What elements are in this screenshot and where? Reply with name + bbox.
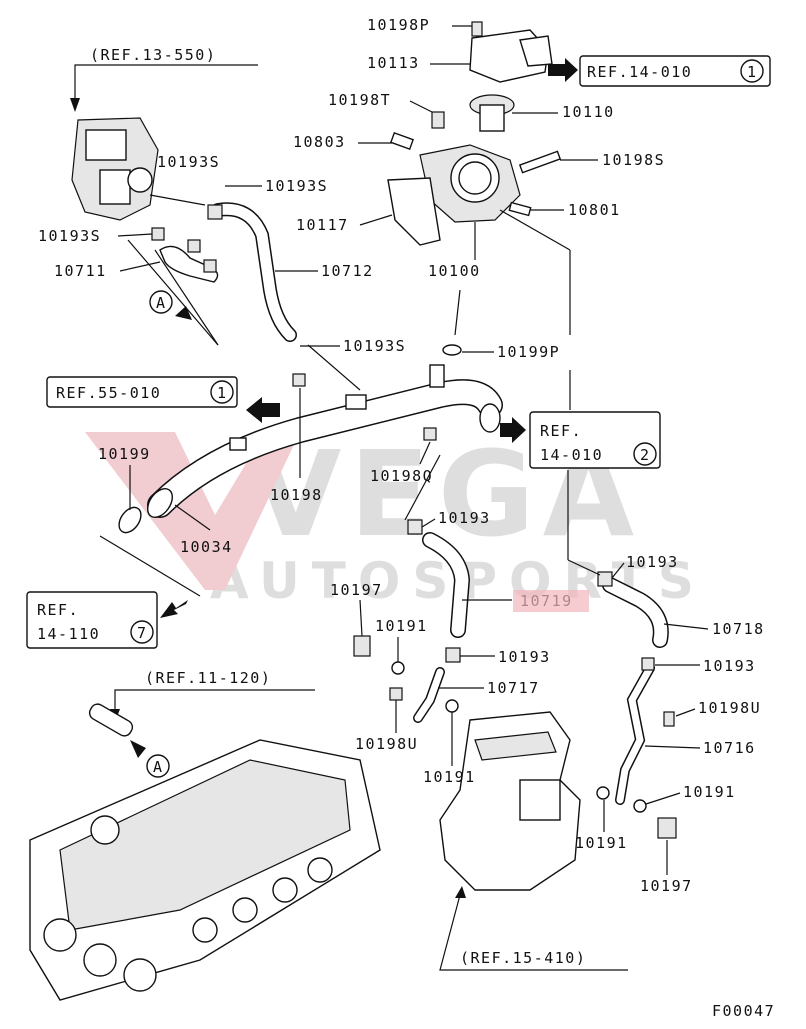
ref-14-110-label-a: REF.: [37, 601, 79, 619]
ref-11-120-callout: (REF.11-120): [110, 669, 315, 722]
mark-a-bottom: A: [88, 703, 170, 778]
ref-14-010-1-label: REF.14-010: [587, 63, 692, 81]
part-label-10198u-left[interactable]: 10198U: [355, 735, 418, 753]
mark-a-bottom-label: A: [153, 758, 164, 776]
watermark-logo-mark: [85, 432, 300, 590]
part-label-10717[interactable]: 10717: [487, 679, 540, 697]
mark-a-top-label: A: [156, 294, 167, 312]
part-labels: 10198P 10113 10198T 10110 10803 10198S 1…: [38, 16, 765, 895]
part-label-10117[interactable]: 10117: [296, 216, 349, 234]
ref-14-010-2-label-b: 14-010: [540, 446, 603, 464]
ref-13-550-label: (REF.13-550): [90, 46, 216, 64]
part-label-10191-c[interactable]: 10191: [683, 783, 736, 801]
hose-10711-group: [151, 227, 219, 283]
mark-a-top: A: [99, 239, 219, 597]
part-label-10198t[interactable]: 10198T: [328, 91, 391, 109]
ref-14-010-2-number: 2: [640, 446, 651, 464]
part-label-10100[interactable]: 10100: [428, 262, 481, 280]
ref-15-410-label: (REF.15-410): [460, 949, 586, 967]
ref-14-010-1-callout[interactable]: REF.14-010 1: [548, 55, 771, 87]
part-label-10198u-right[interactable]: 10198U: [698, 699, 761, 717]
part-label-10198s-right[interactable]: 10198S: [602, 151, 665, 169]
ref-13-550-callout: (REF.13-550): [70, 46, 258, 112]
part-label-10198p[interactable]: 10198P: [367, 16, 430, 34]
part-label-10193-a[interactable]: 10193: [438, 509, 491, 527]
turbo-housing: [439, 711, 581, 891]
arrow-icon: [548, 58, 578, 82]
part-label-10197-b[interactable]: 10197: [640, 877, 693, 895]
arrow-icon: [246, 397, 280, 423]
part-label-10193s-a[interactable]: 10193S: [157, 153, 220, 171]
cylinder-head: [29, 739, 381, 1001]
leader-lines: [307, 209, 601, 576]
ref-14-010-2-callout[interactable]: REF. 14-010 2: [500, 411, 661, 469]
ref-55-010-number: 1: [217, 384, 228, 402]
ref-14-110-number: 7: [137, 624, 148, 642]
pipe-10716: [615, 657, 675, 805]
ref-14-010-2-label-a: REF.: [540, 422, 582, 440]
part-label-10716[interactable]: 10716: [703, 739, 756, 757]
part-label-10110[interactable]: 10110: [562, 103, 615, 121]
ref-14-010-1-number: 1: [747, 63, 758, 81]
ref-11-120-label: (REF.11-120): [145, 669, 271, 687]
part-label-10193s-d[interactable]: 10193S: [343, 337, 406, 355]
part-label-10193-d[interactable]: 10193: [703, 657, 756, 675]
part-label-10197-a[interactable]: 10197: [330, 581, 383, 599]
part-label-10191-d[interactable]: 10191: [575, 834, 628, 852]
ref-14-110-callout[interactable]: REF. 14-110 7: [26, 591, 188, 649]
arrow-icon: [500, 417, 526, 443]
part-label-10198[interactable]: 10198: [270, 486, 323, 504]
water-pipe-10034: [118, 364, 503, 534]
part-label-10803[interactable]: 10803: [293, 133, 346, 151]
part-label-10191-b[interactable]: 10191: [423, 768, 476, 786]
hose-10712: [207, 202, 297, 342]
part-label-10034[interactable]: 10034: [180, 538, 233, 556]
part-label-10193-b[interactable]: 10193: [626, 553, 679, 571]
ref-14-110-label-b: 14-110: [37, 625, 100, 643]
part-label-10193s-b[interactable]: 10193S: [265, 177, 328, 195]
part-label-10191-a[interactable]: 10191: [375, 617, 428, 635]
part-label-10113[interactable]: 10113: [367, 54, 420, 72]
part-label-10198q[interactable]: 10198Q: [370, 467, 433, 485]
part-label-10199p[interactable]: 10199P: [497, 343, 560, 361]
part-label-10712[interactable]: 10712: [321, 262, 374, 280]
thermostat-housing-group: [387, 21, 562, 246]
ref-15-410-callout: (REF.15-410): [439, 886, 628, 971]
part-label-10199[interactable]: 10199: [98, 445, 151, 463]
hose-10718: [597, 571, 669, 648]
ref-55-010-callout[interactable]: REF.55-010 1: [46, 376, 280, 423]
part-label-10711[interactable]: 10711: [54, 262, 107, 280]
ref-55-010-label: REF.55-010: [56, 384, 161, 402]
part-label-10193s-c[interactable]: 10193S: [38, 227, 101, 245]
part-label-10193-c[interactable]: 10193: [498, 648, 551, 666]
part-label-10801[interactable]: 10801: [568, 201, 621, 219]
water-pump-assembly: [71, 117, 206, 221]
figure-code: F00047: [712, 1002, 775, 1020]
arrow-icon: [160, 600, 188, 618]
part-label-10718[interactable]: 10718: [712, 620, 765, 638]
